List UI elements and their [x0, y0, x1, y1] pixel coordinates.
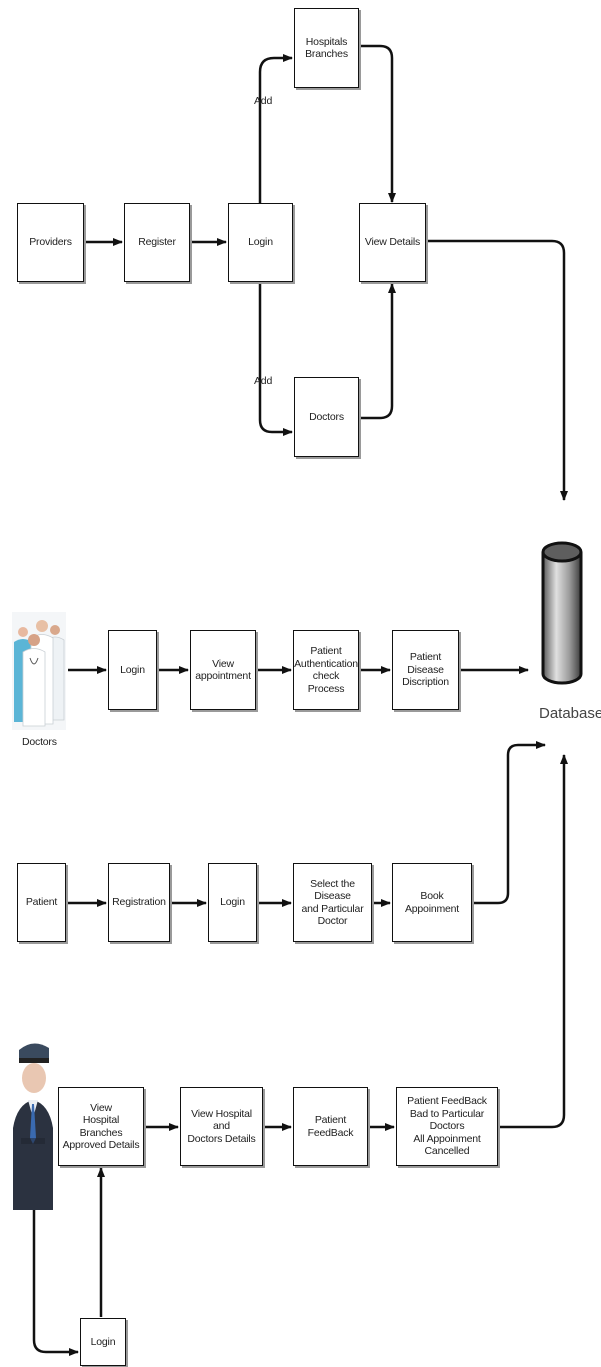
select-disease-box: Select the Disease and Particular Doctor — [293, 863, 372, 942]
arrow-hospitals-viewdetails — [359, 46, 392, 202]
database-label: Database — [539, 705, 601, 722]
view-details-box: View Details — [359, 203, 426, 282]
view-hospital-branches-box: View Hospital Branches Approved Details — [58, 1087, 144, 1166]
patient-feedback-box: Patient FeedBack — [293, 1087, 368, 1166]
hospitals-branches-box: Hospitals Branches — [294, 8, 359, 88]
doctors-box: Doctors — [294, 377, 359, 457]
arrow-doctors-viewdetails — [359, 284, 392, 418]
register-box: Register — [124, 203, 190, 282]
arrow-book-database — [472, 745, 545, 903]
doctor-login-box: Login — [108, 630, 157, 710]
arrow-viewdetails-database — [426, 241, 564, 500]
admin-login-box: Login — [80, 1318, 126, 1366]
arrow-login-hospitals — [260, 58, 292, 203]
database-icon — [543, 543, 581, 683]
arrow-admin-login — [34, 1210, 78, 1352]
patient-authentication-box: Patient Authentication check Process — [293, 630, 359, 710]
view-hospital-doctors-box: View Hospital and Doctors Details — [180, 1087, 263, 1166]
patient-box: Patient — [17, 863, 66, 942]
book-appointment-box: Book Appoinment — [392, 863, 472, 942]
add-label-bottom: Add — [254, 375, 272, 387]
feedback-result-box: Patient FeedBack Bad to Particular Docto… — [396, 1087, 498, 1166]
providers-box: Providers — [17, 203, 84, 282]
view-appointment-box: View appointment — [190, 630, 256, 710]
doctors-group-icon — [12, 612, 66, 730]
login-box: Login — [228, 203, 293, 282]
arrow-login-doctors — [260, 282, 292, 432]
patient-login-box: Login — [208, 863, 257, 942]
add-label-top: Add — [254, 95, 272, 107]
admin-user-icon — [11, 1038, 55, 1210]
doctors-actor-label: Doctors — [22, 736, 57, 748]
patient-disease-box: Patient Disease Discription — [392, 630, 459, 710]
registration-box: Registration — [108, 863, 170, 942]
